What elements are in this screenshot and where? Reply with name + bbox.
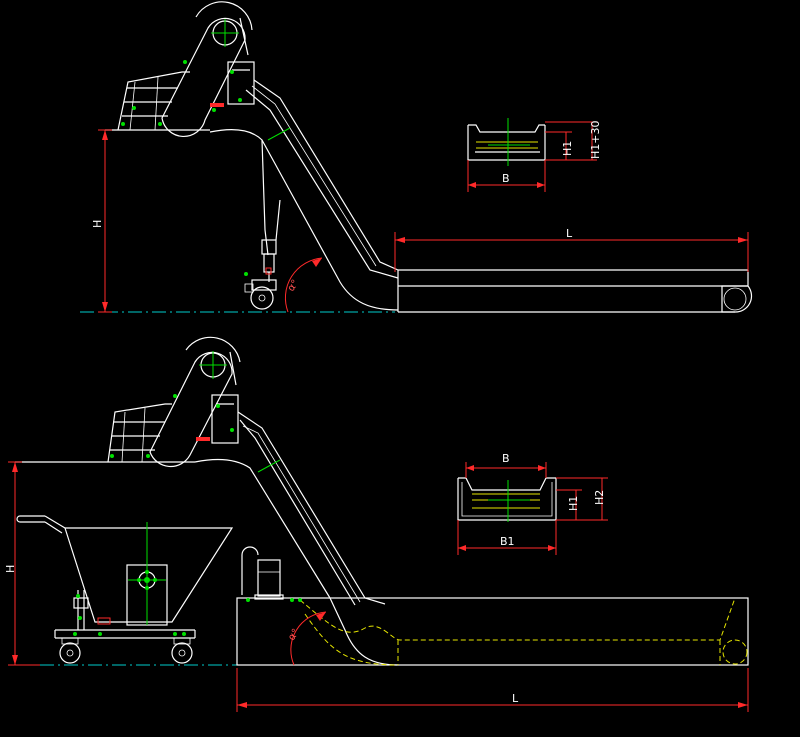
top-length-dimension: L bbox=[394, 227, 749, 272]
bottom-section-h1-label: H1 bbox=[567, 496, 580, 511]
top-section-h1plus-label: H1+30 bbox=[589, 121, 602, 159]
top-angle-label: α° bbox=[286, 278, 302, 294]
bottom-markers bbox=[110, 351, 234, 458]
bottom-head-housing bbox=[149, 336, 241, 468]
bottom-hopper-slats bbox=[107, 403, 172, 463]
top-markers bbox=[121, 19, 248, 276]
bottom-section-b1-label: B1 bbox=[500, 535, 515, 548]
bottom-length-dimension: L bbox=[236, 668, 749, 712]
top-length-label: L bbox=[566, 227, 573, 240]
bottom-section-b-label: B bbox=[502, 452, 510, 465]
top-section-detail: B H1 H1+30 bbox=[467, 118, 602, 192]
top-height-label: H bbox=[91, 220, 104, 228]
top-conveyor-body bbox=[209, 79, 753, 313]
top-height-dimension: H bbox=[91, 129, 112, 313]
top-conveyor-view: H L α° bbox=[80, 1, 753, 313]
bottom-conveyor-body bbox=[194, 411, 749, 666]
bottom-section-h2-label: H2 bbox=[593, 490, 606, 505]
top-section-b-label: B bbox=[502, 172, 510, 185]
top-hopper-slats bbox=[117, 71, 190, 131]
bottom-length-label: L bbox=[512, 692, 519, 705]
bottom-section-detail: B B1 H1 H2 bbox=[457, 452, 608, 555]
top-head-housing bbox=[161, 1, 255, 138]
bottom-height-dimension: H bbox=[4, 461, 40, 666]
bottom-angle-label: α° bbox=[286, 627, 302, 643]
top-angle-dimension: α° bbox=[284, 257, 323, 313]
top-support-leg bbox=[244, 239, 277, 310]
bottom-height-label: H bbox=[4, 565, 17, 573]
bottom-chip-cart bbox=[16, 515, 234, 664]
top-red-tag bbox=[210, 103, 224, 107]
bottom-motor bbox=[241, 546, 302, 602]
top-section-h1-label: H1 bbox=[561, 141, 574, 156]
bottom-conveyor-view: H L α° bbox=[4, 336, 749, 712]
bottom-angle-dimension: α° bbox=[286, 611, 327, 666]
